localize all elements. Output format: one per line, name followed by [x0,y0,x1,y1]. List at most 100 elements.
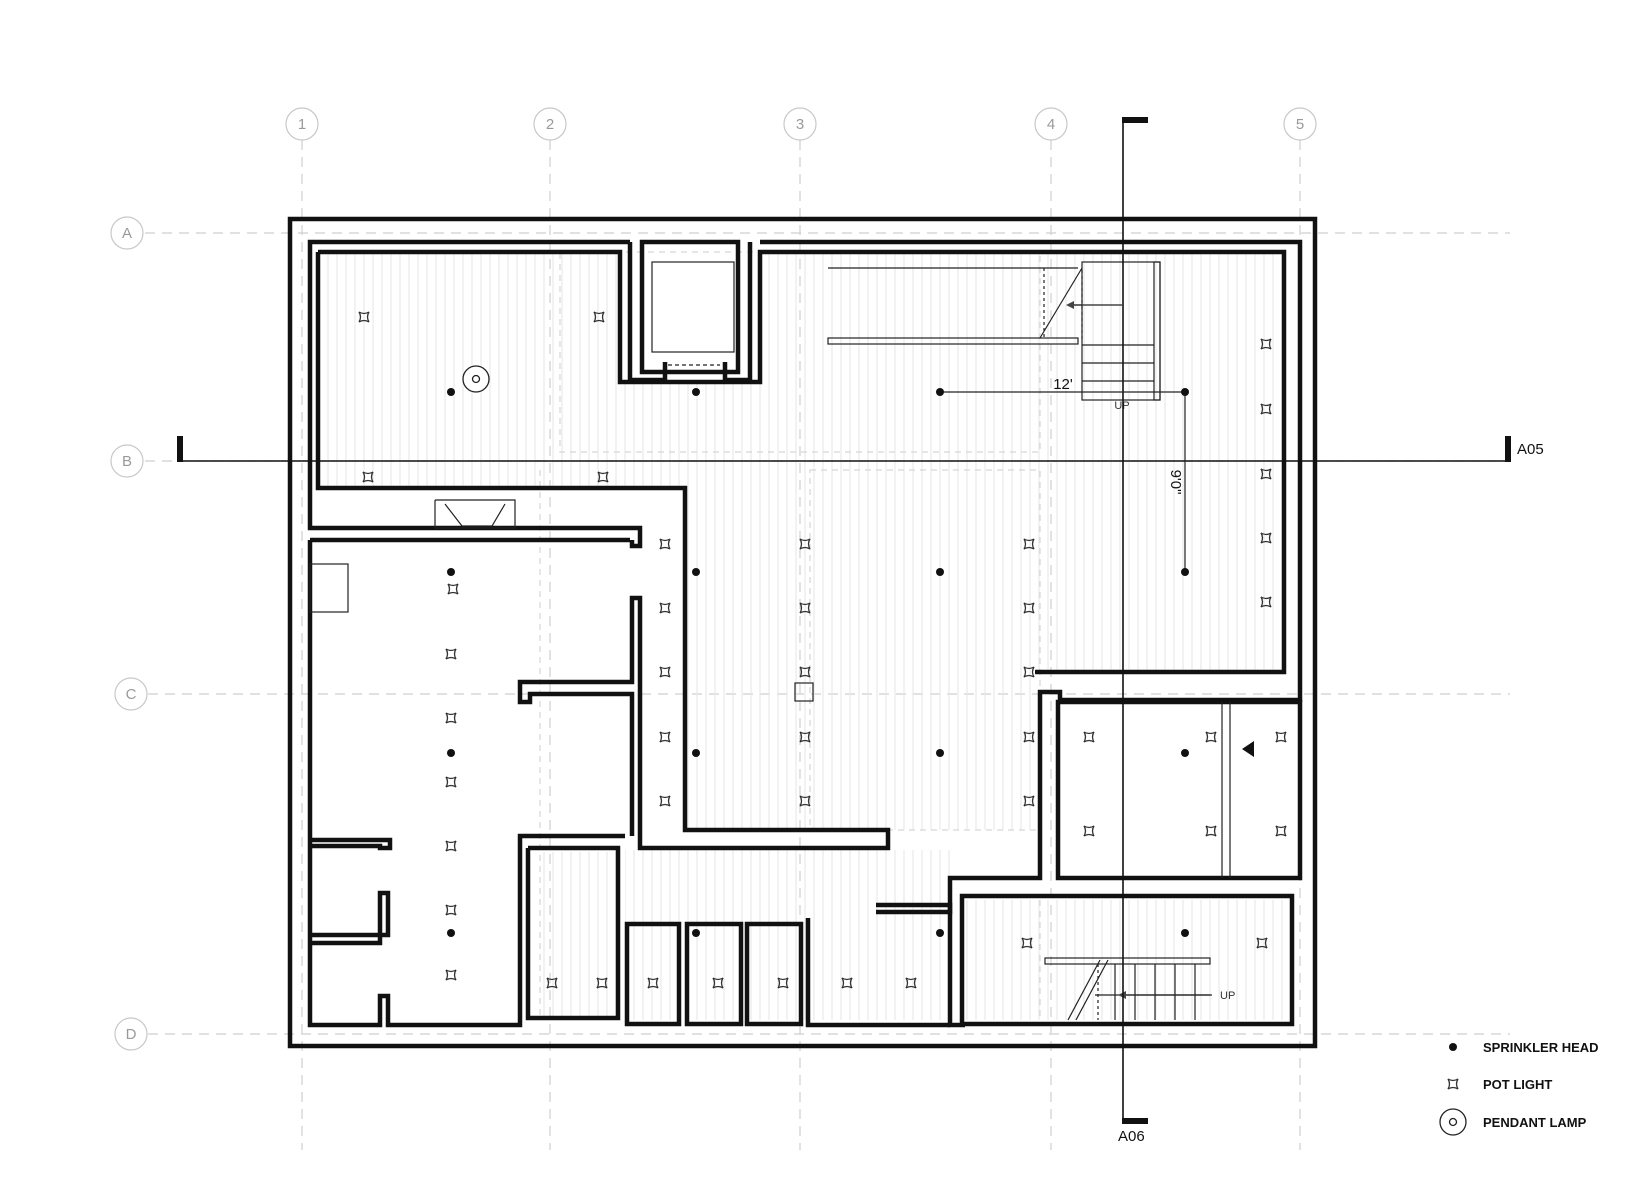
pot-light [799,538,811,550]
sprinkler-head [447,929,455,937]
sprinkler-head [936,929,944,937]
grid-bubble-2: 2 [533,107,567,141]
pot-light [1083,731,1095,743]
pot-light [445,712,457,724]
pot-light [659,538,671,550]
pot-light [647,977,659,989]
pot-light [799,795,811,807]
sprinkler-head [447,388,455,396]
sprinkler-head [1181,749,1189,757]
section-label-A06: A06 [1118,1128,1145,1145]
sprinkler-heads [447,388,1189,937]
pot-light [1275,825,1287,837]
grid-label-D: D [126,1026,137,1043]
sprinkler-head [1181,388,1189,396]
pot-light [597,471,609,483]
pot-light [905,977,917,989]
legend-sprinkler-label: SPRINKLER HEAD [1483,1040,1599,1055]
pot-light [593,311,605,323]
grid-label-2: 2 [546,116,554,133]
pot-light [659,731,671,743]
pot-light [1260,532,1272,544]
pendant-lamp [462,365,490,393]
section-cut-A06: A06 [1118,117,1148,1145]
pot-light [1023,538,1035,550]
upper-stair: UP [827,261,1161,412]
sprinkler-head [692,388,700,396]
door-arrow [1242,741,1254,757]
lower-stair: UP [1044,957,1235,1021]
grid-label-A: A [122,225,132,242]
pot-light [445,776,457,788]
upper-stair-up-label: UP [1114,400,1129,412]
pot-light [1260,596,1272,608]
grid-label-B: B [122,453,132,470]
pot-lights [358,311,1287,989]
legend-pot-light-label: POT LIGHT [1483,1077,1552,1092]
legend-pendant-icon [1439,1108,1467,1136]
interior-walls [307,239,1303,1028]
legend: SPRINKLER HEAD POT LIGHT PENDANT LAMP [1439,1040,1599,1136]
grid-bubble-5: 5 [1283,107,1317,141]
dimension-12-label: 12' [1053,376,1073,393]
pot-light [1023,731,1035,743]
pot-light [362,471,374,483]
pot-light [777,977,789,989]
pot-light [841,977,853,989]
pot-light [1023,602,1035,614]
pot-light [799,602,811,614]
sprinkler-head [936,749,944,757]
legend-pendant-label: PENDANT LAMP [1483,1115,1587,1130]
sprinkler-head [447,749,455,757]
dimension-9-label: 9'0" [1167,470,1184,495]
dimension-horizontal: 12' [939,376,1185,393]
pot-light [1021,937,1033,949]
pot-light [445,904,457,916]
sprinkler-head [692,749,700,757]
legend-pendant: PENDANT LAMP [1439,1108,1587,1136]
section-label-A05: A05 [1517,441,1544,458]
grid-label-5: 5 [1296,116,1304,133]
pot-light [659,602,671,614]
elevator-shaft [651,261,735,353]
sprinkler-head [692,568,700,576]
pot-light [1083,825,1095,837]
pot-light [799,666,811,678]
grid-label-1: 1 [298,116,306,133]
pot-light [445,969,457,981]
sprinkler-head [1181,568,1189,576]
grid-bubble-4: 4 [1034,107,1068,141]
pot-light [1260,338,1272,350]
grid-bubble-A: A [110,216,144,250]
legend-sprinkler: SPRINKLER HEAD [1449,1040,1599,1055]
lower-stair-up-label: UP [1220,990,1235,1002]
pot-light [1023,795,1035,807]
legend-pot-light-icon [1447,1078,1459,1090]
pot-light [1260,468,1272,480]
pot-light [445,840,457,852]
grid-label-4: 4 [1047,116,1055,133]
pot-light [546,977,558,989]
pot-light [447,583,459,595]
pot-light [799,731,811,743]
sprinkler-head [936,568,944,576]
pot-light [712,977,724,989]
grid-bubble-B: B [110,444,144,478]
sprinkler-head [692,929,700,937]
interior-details [309,261,1254,878]
pot-light [1447,1078,1459,1090]
mechanical-box [309,563,349,613]
dimension-vertical: 9'0" [1167,392,1186,572]
pot-light [1023,666,1035,678]
ceiling-hatch [318,250,1290,1020]
legend-pot-light: POT LIGHT [1447,1077,1552,1092]
grid-bubble-3: 3 [783,107,817,141]
pot-light [1205,731,1217,743]
sprinkler-head [447,568,455,576]
pot-light [445,648,457,660]
section-cut-A05: A05 [177,436,1544,462]
grid-bubble-C: C [114,677,148,711]
sprinkler-head [1181,929,1189,937]
pot-light [358,311,370,323]
